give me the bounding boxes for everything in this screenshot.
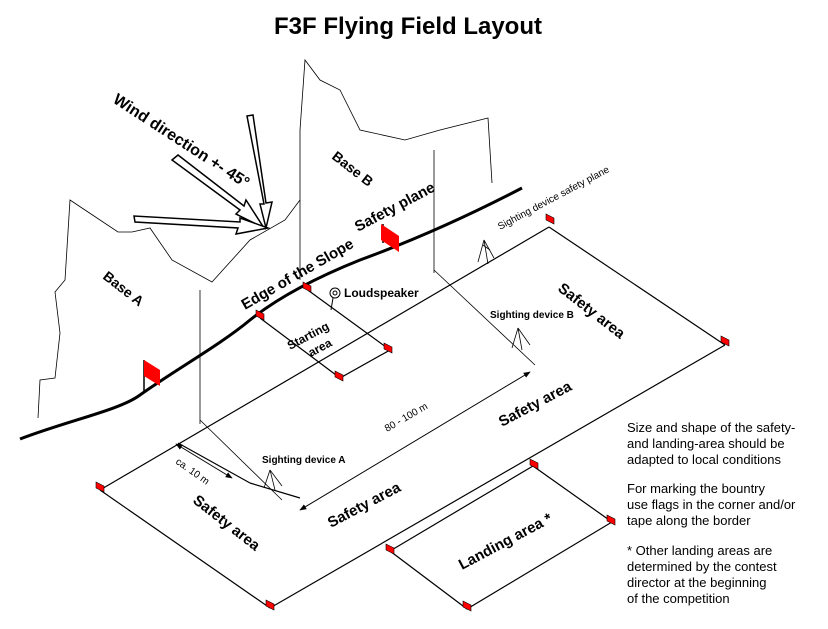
sighting-lines xyxy=(199,244,536,501)
starting-area-box xyxy=(259,287,392,379)
safety-area-left-label: Safety area xyxy=(190,492,264,555)
note-line: of the competition xyxy=(627,591,730,606)
note-safety-landing-area: Size and shape of the safety- and landin… xyxy=(627,420,795,468)
note-other-landing-areas: * Other landing areas are determined by … xyxy=(627,543,777,607)
corner-flags xyxy=(95,213,730,612)
distance-80-100m-label: 80 - 100 m xyxy=(383,401,430,434)
dimension-80-100m xyxy=(299,371,531,511)
edge-of-slope-line xyxy=(19,186,523,441)
base-a-label: Base A xyxy=(100,268,147,310)
base-b-label: Base B xyxy=(329,148,376,190)
dimension-10m xyxy=(175,443,233,479)
page-title: F3F Flying Field Layout xyxy=(274,13,542,40)
note-line: director at the beginning xyxy=(627,575,767,590)
wind-direction-label: Wind direction +- 45° xyxy=(110,91,252,192)
safety-area-center-bottom-label: Safety area xyxy=(325,479,404,532)
loudspeaker-label: Loudspeaker xyxy=(344,286,419,300)
note-line: Size and shape of the safety- xyxy=(627,420,796,435)
sighting-device-safety-plane-tripod xyxy=(477,239,495,265)
sighting-device-a-tripod xyxy=(263,469,283,491)
note-line: * Other landing areas are xyxy=(627,543,773,558)
loudspeaker-icon xyxy=(329,287,341,311)
note-boundary-marking: For marking the bountry use flags in the… xyxy=(627,481,795,529)
note-line: and landing-area should be xyxy=(627,436,785,451)
note-line: tape along the border xyxy=(627,513,751,528)
flag-safety-plane xyxy=(381,224,399,252)
distance-10m-label: ca. 10 m xyxy=(173,456,211,487)
landing-area-label: Landing area * xyxy=(456,510,555,574)
sighting-device-b-label: Sighting device B xyxy=(490,310,574,321)
note-line: adapted to local conditions xyxy=(627,452,781,467)
terrain-outline xyxy=(37,58,493,424)
flag-base-a xyxy=(143,360,160,392)
sighting-device-b-tripod xyxy=(511,327,531,351)
wind-direction-arrows xyxy=(133,114,273,235)
large-flags xyxy=(143,224,399,392)
sighting-device-a-label: Sighting device A xyxy=(262,455,346,466)
note-line: For marking the bountry xyxy=(627,481,766,496)
edge-of-slope-label: Edge of the Slope xyxy=(239,235,357,313)
note-line: use flags in the corner and/or xyxy=(627,497,796,512)
note-line: determined by the contest xyxy=(627,559,777,574)
